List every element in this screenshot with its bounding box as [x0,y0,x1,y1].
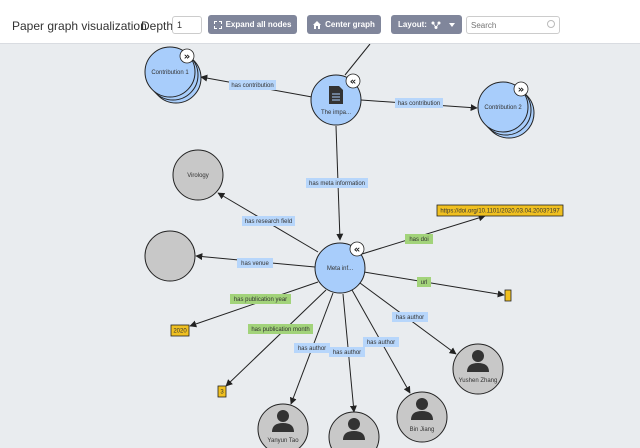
node-virology[interactable]: Virology [172,149,224,201]
svg-text:Yushen Zhang: Yushen Zhang [459,378,498,384]
center-graph-label: Center graph [325,20,375,29]
edge-paper-up [344,43,371,76]
svg-text:has venue: has venue [241,261,269,267]
svg-text:has contribution: has contribution [231,83,273,89]
center-graph-button[interactable]: Center graph [307,15,381,34]
node-contribution-1[interactable]: Contribution 1 » [144,46,202,104]
search-input[interactable] [466,16,560,34]
svg-text:has publication year: has publication year [234,297,287,303]
expand-all-button[interactable]: Expand all nodes [208,15,297,34]
node-paper[interactable]: The impa... « [310,73,362,126]
svg-text:has publication month: has publication month [251,327,309,333]
edge-pub-month [225,289,327,387]
svg-text:The impa...: The impa... [321,110,351,116]
svg-text:has author: has author [367,340,395,346]
literal-doi[interactable]: https://doi.org/10.1101/2020.03.04.2003?… [436,204,564,217]
edge-label-pub-month: has publication month [248,324,313,334]
document-icon [329,86,343,104]
search-icon[interactable] [547,20,555,28]
edge-label-url: url [417,277,431,287]
svg-text:has meta information: has meta information [309,181,365,187]
network-icon [431,21,441,29]
node-venue[interactable] [144,230,196,282]
edge-label-doi: has doi [405,234,433,244]
user-icon [272,410,294,432]
svg-text:has author: has author [333,350,361,356]
svg-text:«: « [354,245,360,256]
depth-input[interactable] [172,16,202,34]
expand-icon[interactable]: » [513,81,529,97]
home-icon [313,20,322,29]
page-title: Paper graph visualization [12,19,147,33]
svg-text:Bin Jiang: Bin Jiang [410,427,435,433]
user-icon [467,350,489,372]
expand-all-label: Expand all nodes [225,20,292,29]
collapse-icon[interactable]: « [345,73,361,89]
edge-label-meta: has meta information [306,178,368,188]
literal-year[interactable]: 2020 [170,324,190,337]
node-contribution-2[interactable]: Contribution 2 » [477,81,535,139]
layout-dropdown-button[interactable]: Layout: [391,15,462,34]
collapse-icon[interactable]: « [349,241,365,257]
node-author-unknown[interactable] [328,411,380,448]
expand-arrows-icon [213,20,222,29]
edge-url [363,271,505,298]
node-author-yushen-zhang[interactable]: Yushen Zhang [452,343,504,395]
edge-label-author-3: has author [363,337,399,347]
svg-text:has author: has author [396,315,424,321]
edge-label-author-4: has author [392,312,428,322]
literal-month[interactable]: 3 [217,385,227,398]
svg-text:2020: 2020 [173,329,187,335]
svg-text:»: » [184,52,190,63]
depth-label: Depth [141,19,174,33]
node-author-bin-jiang[interactable]: Bin Jiang [396,391,448,443]
layout-label: Layout: [398,20,427,29]
edge-label-research-field: has research field [242,216,295,226]
svg-text:Virology: Virology [187,173,209,179]
user-icon [411,398,433,420]
svg-text:Contribution 1: Contribution 1 [151,70,189,76]
edge-label-contribution-2: has contribution [395,98,443,108]
svg-text:»: » [518,85,524,96]
svg-text:has research field: has research field [245,219,292,225]
svg-text:has contribution: has contribution [398,101,440,107]
svg-text:url: url [421,280,428,286]
literal-url[interactable] [504,289,512,302]
user-icon [343,418,365,440]
edge-label-pub-year: has publication year [230,294,291,304]
svg-text:3: 3 [220,390,224,396]
edge-label-author-1: has author [294,343,330,353]
svg-text:«: « [350,77,356,88]
modal-header: Paper graph visualization Depth Expand a… [0,0,640,44]
svg-text:https://doi.org/10.1101/2020.0: https://doi.org/10.1101/2020.03.04.2003?… [440,209,560,215]
svg-text:has doi: has doi [409,237,428,243]
node-author-yanyun-tao[interactable]: Yanyun Tao [257,403,309,448]
node-meta-information[interactable]: Meta inf... « [314,241,366,294]
svg-text:has author: has author [298,346,326,352]
edge-label-venue: has venue [237,258,273,268]
svg-text:Contribution 2: Contribution 2 [484,105,522,111]
svg-text:Meta inf...: Meta inf... [327,266,354,272]
caret-down-icon [448,22,455,27]
edge-label-author-2: has author [329,347,365,357]
edge-label-contribution-1: has contribution [229,80,276,90]
logo [175,0,235,6]
expand-icon[interactable]: » [179,48,195,64]
svg-text:Yanyun Tao: Yanyun Tao [267,438,299,444]
